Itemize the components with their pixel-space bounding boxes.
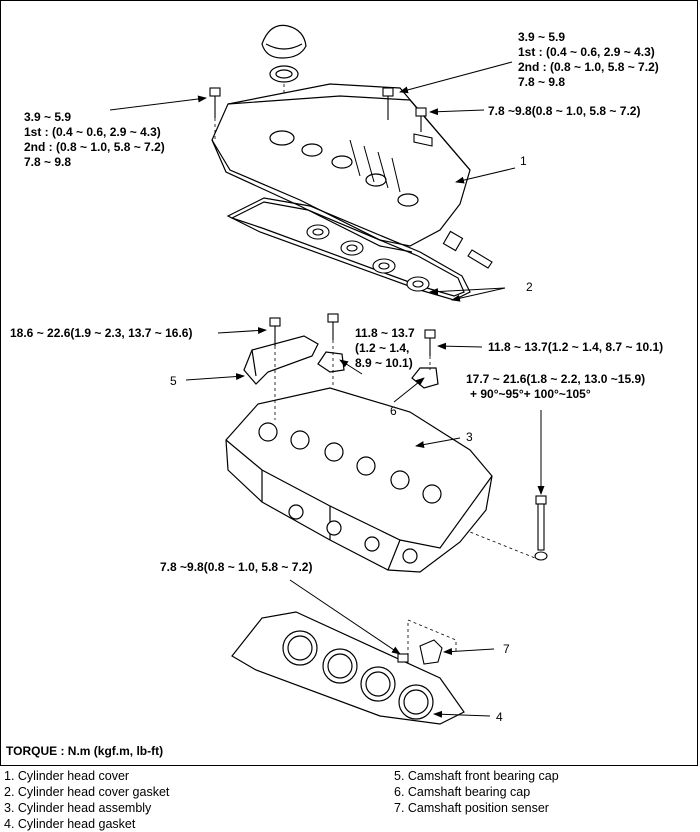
camshaft-position-sensor [397,639,443,665]
cylinder-head-cover [211,83,471,253]
spec-line: 7.8 ~ 9.8 [518,75,566,89]
legend-item: 5. Camshaft front bearing cap [394,769,559,783]
torque-spec-front-cap-bolt: 18.6 ~ 22.6(1.9 ~ 2.3, 13.7 ~ 16.6) [10,326,193,340]
spec-line: + 90°~95°+ 100°~105° [470,387,591,401]
spec-line: 1st : (0.4 ~ 0.6, 2.9 ~ 4.3) [24,125,161,139]
torque-spec-sensor-bolt: 7.8 ~9.8(0.8 ~ 1.0, 5.8 ~ 7.2) [160,560,313,574]
exploded-view-drawing [109,24,548,725]
torque-spec-cover-stud: 7.8 ~9.8(0.8 ~ 1.0, 5.8 ~ 7.2) [488,104,641,118]
callout-6: 6 [390,404,397,418]
parts-legend: 1. Cylinder head cover 2. Cylinder head … [0,766,700,832]
legend-item: 3. Cylinder head assembly [4,801,152,815]
spec-line: 3.9 ~ 5.9 [518,30,566,44]
pcv-valve [442,230,493,269]
cap-bolts [269,313,436,356]
callout-3: 3 [466,430,473,444]
spec-line: 3.9 ~ 5.9 [24,110,72,124]
callout-5: 5 [170,374,177,388]
spec-line: (1.2 ~ 1.4, [355,341,410,355]
spec-line: 2nd : (0.8 ~ 1.0, 5.8 ~ 7.2) [24,140,165,154]
cylinder-head-assembly [225,387,493,573]
spec-line: 7.8 ~ 9.8 [24,155,72,169]
torque-spec-head-bolt: 17.7 ~ 21.6(1.8 ~ 2.2, 13.0 ~15.9) + 90°… [466,372,645,402]
callout-2: 2 [526,280,533,294]
cylinder-head-bolt [534,495,548,561]
cover-bolts [209,87,433,147]
head-cover-gasket [226,197,471,301]
legend-item: 6. Camshaft bearing cap [394,785,531,799]
spec-line: 8.9 ~ 10.1) [355,356,413,370]
torque-units-title: TORQUE : N.m (kgf.m, lb-ft) [6,744,164,758]
spec-line: 2nd : (0.8 ~ 1.0, 5.8 ~ 7.2) [518,60,659,74]
oil-filler-cap [261,24,307,83]
legend-item: 1. Cylinder head cover [4,769,130,783]
callout-4: 4 [496,710,503,724]
legend-item: 4. Cylinder head gasket [4,817,136,831]
torque-spec-cap-bolt-right: 11.8 ~ 13.7(1.2 ~ 1.4, 8.7 ~ 10.1) [488,340,664,354]
diagram-frame [0,0,698,766]
legend-item: 2. Cylinder head cover gasket [4,785,170,799]
spec-line: 17.7 ~ 21.6(1.8 ~ 2.2, 13.0 ~15.9) [466,372,646,386]
legend-item: 7. Camshaft position senser [394,801,549,815]
spark-plug-tube-seals [306,224,430,292]
callout-1: 1 [520,154,527,168]
torque-spec-cover-bolt-left: 3.9 ~ 5.9 1st : (0.4 ~ 0.6, 2.9 ~ 4.3) 2… [24,110,165,170]
spec-line: 1st : (0.4 ~ 0.6, 2.9 ~ 4.3) [518,45,655,59]
torque-spec-cap-bolt-mid: 11.8 ~ 13.7 (1.2 ~ 1.4, 8.9 ~ 10.1) [355,326,415,371]
camshaft-front-bearing-cap [243,335,319,385]
cylinder-head-gasket [231,611,465,725]
torque-spec-cover-bolt-right: 3.9 ~ 5.9 1st : (0.4 ~ 0.6, 2.9 ~ 4.3) 2… [518,30,659,90]
spec-line: 11.8 ~ 13.7 [355,326,415,340]
callout-7: 7 [503,642,510,656]
